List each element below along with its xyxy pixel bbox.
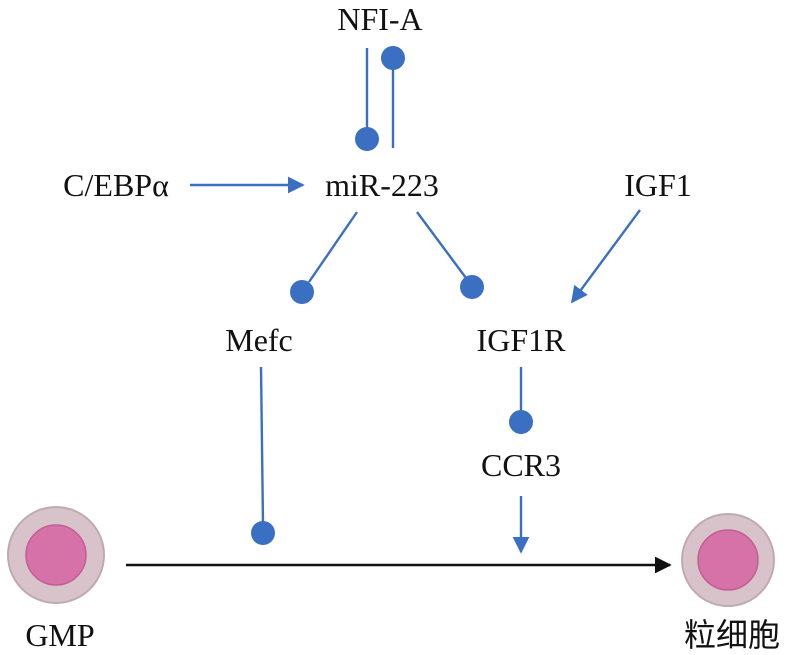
edge-mir223-inhibits-igf1r <box>416 211 467 279</box>
granulocyte-cell-icon <box>681 513 775 607</box>
gmp-cell-icon <box>7 506 105 604</box>
node-cebpa: C/EBPα <box>63 167 169 203</box>
node-ccr3: CCR3 <box>481 447 561 483</box>
inhibition-head-mir223-mefc <box>290 280 314 304</box>
node-mefc: Mefc <box>225 322 293 358</box>
inhibition-head-nfia-mir223 <box>355 127 379 151</box>
inhibition-head-igf1r-ccr3 <box>509 410 533 434</box>
edge-igf1-activates-igf1r <box>571 209 641 304</box>
node-gmp: GMP <box>25 617 94 653</box>
inhibition-head-mefc-differentiation <box>251 521 275 545</box>
inhibition-head-mir223-nfia <box>381 46 405 70</box>
node-mir223: miR-223 <box>325 167 439 203</box>
node-granulocyte: 粒细胞 <box>684 617 780 653</box>
edge-mir223-inhibits-mefc <box>308 211 358 283</box>
inhibition-head-mir223-igf1r <box>460 275 484 299</box>
node-igf1r: IGF1R <box>477 322 567 358</box>
node-igf1: IGF1 <box>624 167 692 203</box>
node-nfia: NFI-A <box>337 1 422 37</box>
edge-mefc-inhibits-differentiation <box>259 366 265 525</box>
